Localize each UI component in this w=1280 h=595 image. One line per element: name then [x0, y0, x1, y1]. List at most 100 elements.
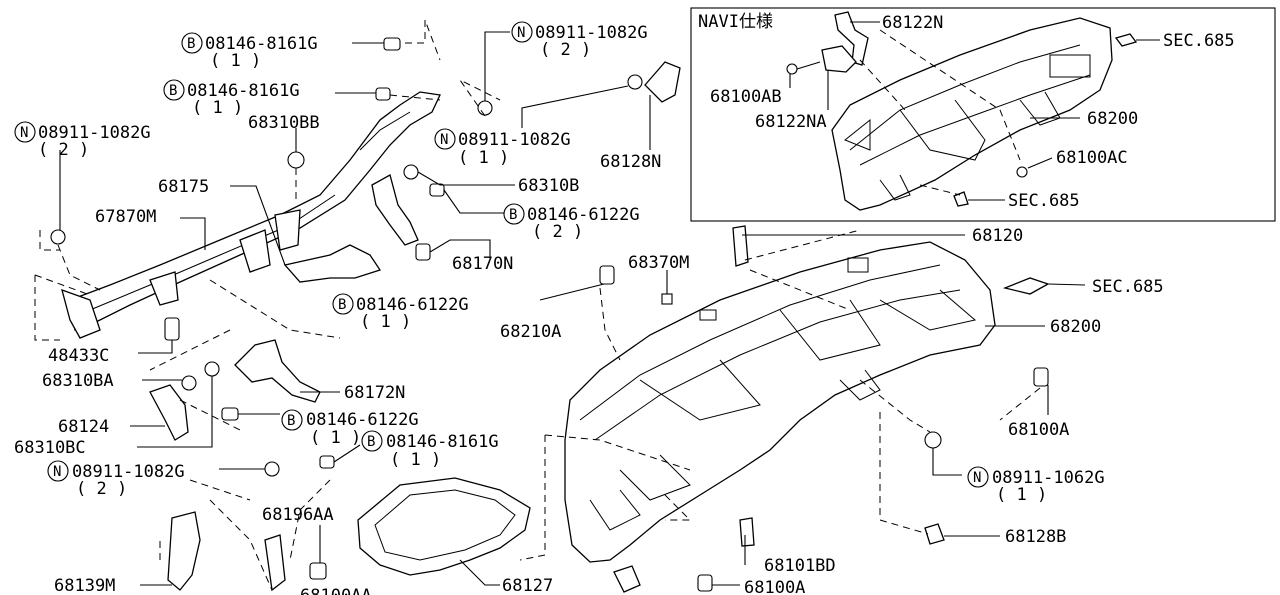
label-qty: ( 2 )	[532, 222, 583, 242]
label-nut-08911-1082G-3: 08911-1082G	[38, 123, 151, 143]
clip-48433C	[164, 317, 180, 341]
label-68124: 68124	[58, 417, 109, 437]
nut-08911-1082G-a	[477, 100, 493, 116]
nut-08911-1062G	[924, 431, 942, 449]
marker-bolt: B	[509, 207, 517, 223]
navi-inset: NAVI仕様 68122N SEC.685	[690, 7, 1276, 222]
bracket-68120	[732, 225, 749, 267]
label-nut-08911-1082G-2: 08911-1082G	[458, 130, 571, 150]
label-bolt-08146-6122G-3: 08146-6122G	[306, 410, 419, 430]
label-68310BC: 68310BC	[14, 438, 86, 458]
label-bolt-08146-8161G-2: 08146-8161G	[187, 81, 300, 101]
inset-label-68100AB: 68100AB	[710, 87, 782, 107]
steering-member-67870M	[61, 91, 441, 339]
inset-bracket-68122NA	[821, 45, 857, 73]
label-67870M: 67870M	[95, 207, 156, 227]
leader-lines	[59, 31, 1086, 586]
label-68370M	[661, 293, 673, 305]
label-68210A: 68210A	[500, 322, 561, 342]
label-68370M: 68370M	[628, 253, 689, 273]
label-qty: ( 1 )	[996, 485, 1047, 505]
label-68172N: 68172N	[344, 383, 405, 403]
fasteners	[50, 37, 1050, 593]
inset-dashboard-drawing	[831, 17, 1113, 211]
clip-68210A	[599, 265, 615, 285]
label-bolt-08146-8161G-1: 08146-8161G	[205, 34, 318, 54]
marker-nut: N	[53, 464, 61, 480]
label-nut-08911-1082G-1: 08911-1082G	[535, 23, 648, 43]
label-68101BD: 68101BD	[764, 556, 836, 576]
bolt-68196AA	[309, 562, 327, 580]
label-qty: ( 2 )	[540, 40, 591, 60]
label-qty: ( 1 )	[192, 98, 243, 118]
label-68128N: 68128N	[600, 152, 661, 172]
label-qty: ( 1 )	[210, 51, 261, 71]
inset-screw-68100AB	[786, 63, 798, 75]
label-68100A-2: 68100A	[744, 578, 805, 595]
inset-bracket-68122N	[834, 11, 869, 66]
bracket-68170N	[371, 174, 419, 246]
part-labels: 08146-8161G ( 1 ) 08146-8161G ( 1 ) 0891…	[14, 23, 1164, 595]
inset-label-68122N: 68122N	[882, 13, 943, 33]
bracket-68172N	[234, 339, 321, 403]
marker-bolt: B	[287, 413, 295, 429]
grommet	[613, 565, 641, 593]
label-68310BB: 68310BB	[248, 113, 320, 133]
bolt-68170N	[415, 243, 431, 261]
label-68175: 68175	[158, 177, 209, 197]
inset-title: NAVI仕様	[698, 12, 773, 32]
clip-sec685	[1002, 277, 1050, 295]
inset-frame	[690, 7, 1276, 222]
clip-68101BD	[739, 517, 755, 547]
callout-markers: B B N N N B B B B N N	[14, 21, 989, 488]
inset-label-68122NA: 68122NA	[755, 112, 827, 132]
nut-08911-1082G-b	[627, 74, 643, 90]
nut-68310BC	[204, 361, 220, 377]
clip-68128B	[924, 523, 945, 545]
label-68100AA-cut: 68100AA	[300, 586, 372, 595]
bracket-68175	[283, 244, 382, 283]
nut-08911-1082G-d	[264, 461, 280, 477]
label-bolt-08146-6122G-2: 08146-6122G	[356, 295, 469, 315]
inset-label-sec685-2: SEC.685	[1008, 191, 1080, 211]
label-qty: ( 2 )	[38, 140, 89, 160]
glovebox-frame-68127	[357, 477, 531, 576]
bracket-68124	[149, 384, 189, 441]
label-68170N: 68170N	[452, 254, 513, 274]
marker-nut: N	[517, 25, 525, 41]
bolt-08146-8161G-b	[375, 87, 391, 101]
bolt-68100A-a	[1033, 367, 1049, 387]
inset-clip-sec685	[1114, 33, 1138, 47]
label-68200: 68200	[1050, 317, 1101, 337]
label-68120: 68120	[972, 226, 1023, 246]
bracket-68139M	[167, 511, 201, 591]
bolt-08146-8161G-a	[383, 37, 401, 51]
label-68139M: 68139M	[54, 576, 115, 595]
bracket-68196AA	[264, 534, 286, 592]
label-48433C: 48433C	[48, 346, 109, 366]
label-68127: 68127	[502, 576, 553, 595]
label-qty: ( 1 )	[310, 428, 361, 448]
label-68310B: 68310B	[518, 176, 579, 196]
bolt-08146-8161G-c	[319, 455, 335, 469]
label-68196AA: 68196AA	[262, 505, 334, 525]
label-qty: ( 1 )	[458, 148, 509, 168]
label-bolt-08146-6122G-1: 08146-6122G	[527, 205, 640, 225]
inset-label-68200: 68200	[1087, 109, 1138, 129]
nut-68310B	[403, 164, 419, 180]
inset-clip-sec685-2	[953, 191, 969, 207]
nut-68310BB	[287, 151, 305, 169]
label-bolt-08146-8161G-3: 08146-8161G	[386, 432, 499, 452]
marker-bolt: B	[338, 297, 346, 313]
inset-label-68100AC: 68100AC	[1056, 148, 1128, 168]
label-sec685: SEC.685	[1092, 277, 1164, 297]
label-qty: ( 2 )	[76, 479, 127, 499]
marker-bolt: B	[169, 83, 177, 99]
bolt-08146-6122G-a	[429, 183, 445, 197]
marker-nut: N	[440, 132, 448, 148]
marker-bolt: B	[187, 36, 195, 52]
label-68128B: 68128B	[1005, 527, 1066, 547]
nut-08911-1082G-c	[50, 229, 66, 245]
label-nut-08911-1062G: 08911-1062G	[992, 468, 1105, 488]
label-qty: ( 1 )	[360, 312, 411, 332]
